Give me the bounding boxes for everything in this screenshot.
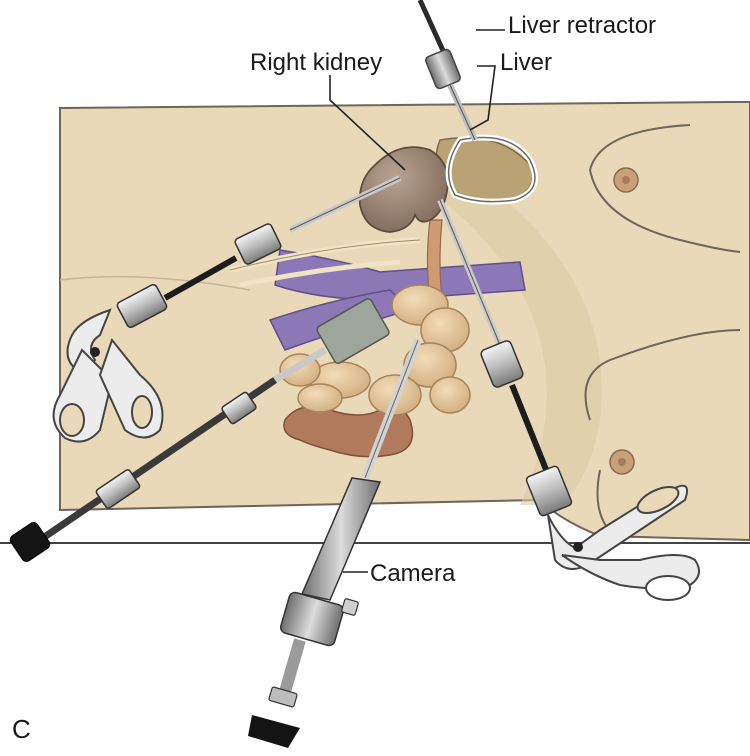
flank-contour: [584, 329, 741, 421]
waist-contour: [59, 275, 251, 291]
abdomen-shading: [430, 150, 602, 505]
rib-contour: [588, 124, 741, 253]
label-liver: Liver: [500, 49, 553, 76]
label-liver-retractor: Liver retractor: [508, 12, 657, 39]
liver-retractor-instrument: [417, 0, 478, 142]
left-grasper: [52, 175, 402, 443]
right-kidney: [358, 146, 449, 233]
label-camera: Camera: [370, 560, 456, 587]
leader-lines: [329, 29, 505, 573]
label-right-kidney: Right kidney: [250, 49, 383, 76]
camera-instrument: [248, 338, 422, 748]
vein-upper: [274, 249, 526, 301]
panel-letter: C: [12, 714, 31, 744]
right-grasper: [437, 198, 700, 601]
left-lower-instrument: [9, 298, 390, 562]
